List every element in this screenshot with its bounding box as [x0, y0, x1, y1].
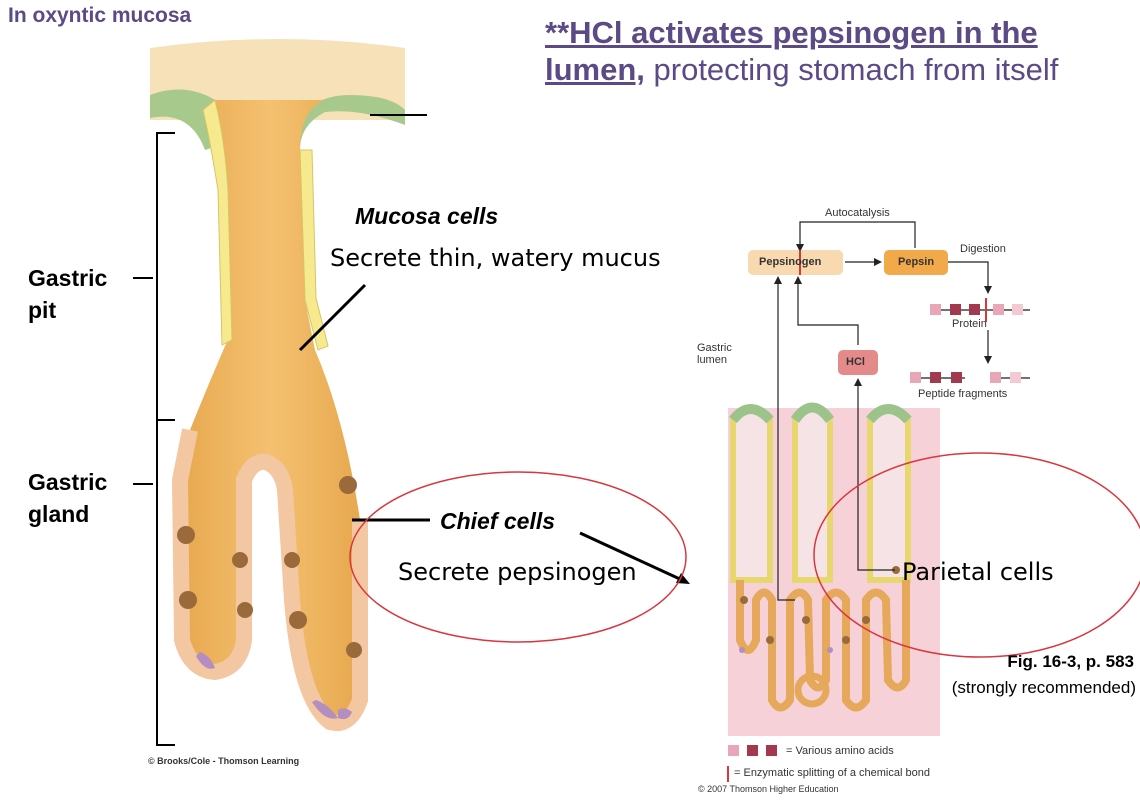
- gastric-tissue-illustration: [728, 402, 940, 736]
- gastric-gland-illustration: [150, 39, 405, 731]
- gastric-gland-label-line1: Gastric: [28, 469, 108, 495]
- protein-chain: [930, 298, 1030, 322]
- parietal-cells-label: Parietal cells: [902, 558, 1054, 586]
- gastric-lumen-label: Gastric lumen: [697, 342, 732, 366]
- pepsinogen-label: Pepsinogen: [759, 256, 822, 268]
- left-credit: © Brooks/Cole - Thomson Learning: [148, 756, 300, 766]
- figure-recommendation: (strongly recommended): [951, 678, 1136, 697]
- headline: **HCl activates pepsinogen in the lumen,…: [545, 14, 1135, 88]
- gastric-gland-label: Gastric gland: [28, 466, 107, 530]
- headline-emphasis-2: lumen,: [545, 52, 645, 87]
- pit-gland-brackets: [133, 132, 175, 746]
- chief-cells-title: Chief cells: [440, 508, 556, 534]
- gastric-gland-label-line2: gland: [28, 501, 90, 527]
- pepsinogen-box: [748, 250, 843, 275]
- headline-rest: protecting stomach from itself: [644, 52, 1059, 87]
- headline-emphasis: **HCl activates pepsinogen in the: [545, 15, 1038, 50]
- bond-split-legend: = Enzymatic splitting of a chemical bond: [734, 767, 930, 779]
- digestion-label: Digestion: [960, 243, 1006, 255]
- autocatalysis-label: Autocatalysis: [825, 207, 890, 219]
- mucosa-leader-line: [298, 283, 367, 352]
- hcl-box: [838, 350, 878, 375]
- chief-cells-desc: Secrete pepsinogen: [398, 558, 637, 586]
- figure-reference: Fig. 16-3, p. 583: [1007, 652, 1134, 671]
- gastric-pit-label-line1: Gastric: [28, 265, 108, 291]
- protein-label: Protein: [952, 318, 987, 330]
- gastric-lumen-line1: Gastric: [697, 342, 732, 354]
- legend-swatches: [727, 745, 777, 782]
- right-copyright: © 2007 Thomson Higher Education: [698, 784, 839, 794]
- peptide-fragment-chain: [910, 372, 1030, 383]
- peptide-fragments-label: Peptide fragments: [918, 388, 1008, 400]
- gastric-pit-label: Gastric pit: [28, 262, 107, 326]
- gastric-pit-label-line2: pit: [28, 297, 57, 323]
- pepsin-label: Pepsin: [898, 256, 935, 268]
- amino-acid-legend: = Various amino acids: [786, 745, 894, 757]
- gastric-lumen-line2: lumen: [697, 354, 727, 366]
- mucosa-cells-desc: Secrete thin, watery mucus: [330, 244, 661, 272]
- mucosa-cells-title: Mucosa cells: [355, 203, 499, 229]
- hcl-label: HCl: [846, 356, 865, 368]
- corner-title: In oxyntic mucosa: [8, 4, 192, 27]
- pepsin-box: [884, 250, 948, 275]
- chief-highlight-ellipse: [349, 471, 687, 643]
- parietal-highlight-ellipse: [813, 452, 1140, 658]
- chief-arrow-line: [579, 531, 683, 582]
- pathway-arrows: [774, 221, 992, 601]
- pepsinogen-split-mark: [799, 250, 801, 275]
